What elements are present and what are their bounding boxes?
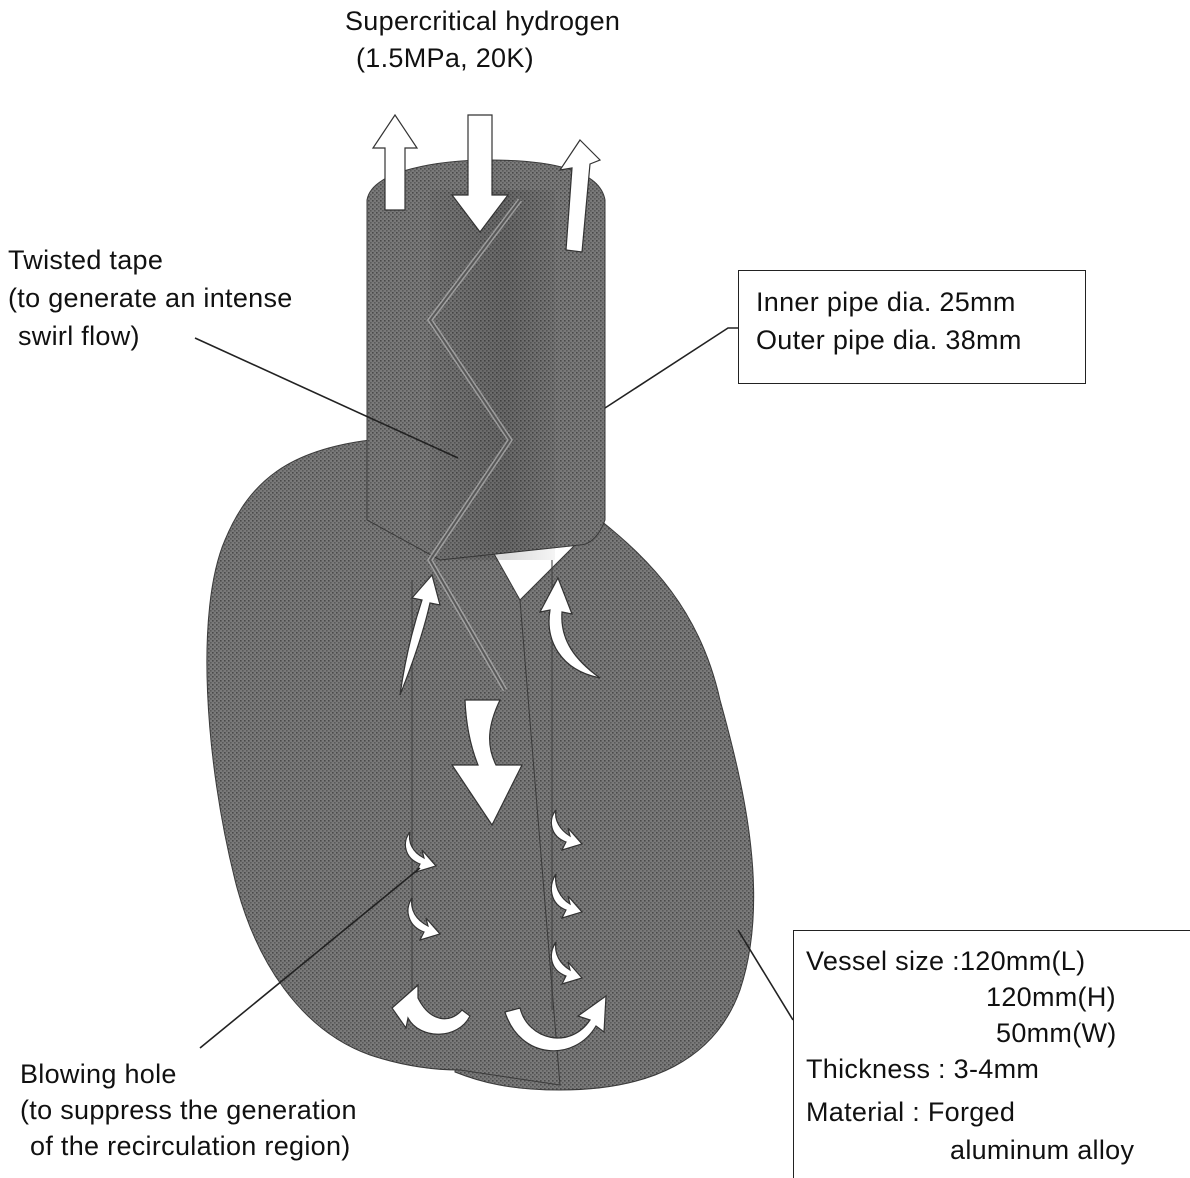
blowing-hole-label-line1: Blowing hole xyxy=(20,1058,177,1091)
pipe-box-line2: Outer pipe dia. 38mm xyxy=(756,324,1022,357)
blowing-hole-label-line2: (to suppress the generation xyxy=(20,1094,357,1127)
inner-pipe-band xyxy=(430,190,555,560)
pipe-box-line1: Inner pipe dia. 25mm xyxy=(756,286,1016,319)
twisted-tape-label-line2: (to generate an intense xyxy=(8,282,293,315)
top-label-line2: (1.5MPa, 20K) xyxy=(356,42,534,75)
top-label-line1: Supercritical hydrogen xyxy=(345,5,620,38)
vessel-thickness: Thickness : 3-4mm xyxy=(806,1053,1039,1086)
leader-vessel-box xyxy=(738,930,793,1020)
twisted-tape-label-line1: Twisted tape xyxy=(8,244,163,277)
blowing-hole-label-line3: of the recirculation region) xyxy=(30,1130,351,1163)
vessel-size-h: 120mm(H) xyxy=(986,981,1116,1014)
leader-pipe-box xyxy=(605,328,738,408)
twisted-tape-label-line3: swirl flow) xyxy=(18,320,140,353)
vessel-material-line2: aluminum alloy xyxy=(950,1134,1134,1167)
vessel-size-label: Vessel size :120mm(L) xyxy=(806,945,1085,978)
vessel-size-w: 50mm(W) xyxy=(996,1017,1117,1050)
vessel-material-line1: Material : Forged xyxy=(806,1096,1015,1129)
